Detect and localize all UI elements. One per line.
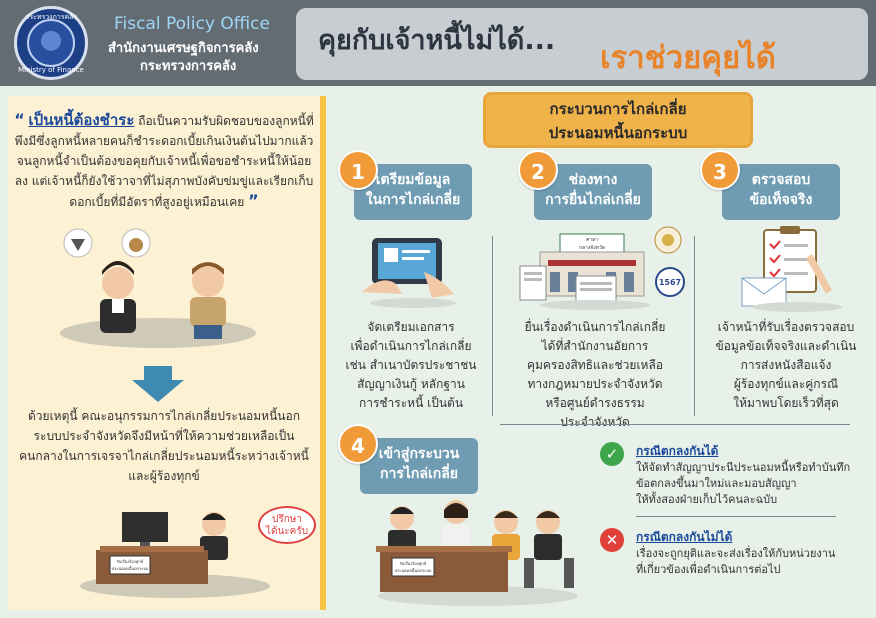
divider-step4	[500, 424, 850, 425]
success-case-title: กรณีตกลงกันได้	[636, 444, 719, 458]
left-desk-sign-line1: รับเรื่องร้องทุกข์	[117, 559, 144, 565]
process-title: กระบวนการไกล่เกลี่ย ประนอมหนี้นอกระบบ	[483, 92, 753, 148]
org-name-english: Fiscal Policy Office	[114, 14, 270, 34]
building-label-line1: ศาลา	[586, 237, 598, 243]
page-title-part1: คุยกับเจ้าหนี้ไม่ได้...	[318, 25, 556, 56]
step-1-shadow	[370, 298, 456, 308]
step-3-box: ตรวจสอบ ข้อเท็จจริง	[722, 164, 840, 220]
checklist-icon	[763, 226, 832, 294]
step-3-line: ผู้ร้องทุกข์และคู่กรณี	[733, 377, 839, 391]
tablet-icon	[362, 238, 454, 298]
fail-case-line: ที่เกี่ยวข้องเพื่อดำเนินการต่อไป	[636, 563, 781, 576]
step-4-number: 4	[338, 424, 378, 464]
ministry-name-thai: กระทรวงการคลัง	[140, 59, 237, 74]
envelope-icon	[741, 277, 787, 307]
divider-2	[694, 236, 695, 416]
consult-speech-bubble: ปรึกษา ได้นะครับ	[258, 506, 316, 544]
building-label-line2: กลางจังหวัด	[579, 245, 605, 251]
divider-1	[492, 236, 493, 416]
step-1-line: เช่น สำเนาบัตรประชาชน	[345, 358, 477, 372]
quote-body: ถือเป็นความรับผิดชอบของลูกหนี้ที่พึงมีซึ…	[14, 114, 314, 209]
step-1-title-line1: เตรียมข้อมูล	[375, 172, 451, 188]
process-title-line1: กระบวนการไกล่เกลี่ย	[549, 100, 687, 118]
hotline-number: 1567	[659, 278, 681, 287]
argument-illustration	[63, 228, 226, 339]
step-3-number: 3	[700, 150, 740, 190]
step-3-shadow	[752, 302, 842, 312]
seal-top-text: กระทรวงการคลัง	[25, 13, 77, 21]
step-3-line: เจ้าหน้าที่รับเรื่องตรวจสอบ	[717, 320, 855, 334]
bubble-line1: ปรึกษา	[272, 514, 302, 525]
quote-close-mark: ”	[248, 191, 259, 210]
step-4-title-line1: เข้าสู่กระบวน	[378, 446, 460, 462]
step-3-line: การส่งหนังสือแจ้ง	[740, 358, 832, 372]
fail-case-title: กรณีตกลงกันไม่ได้	[636, 530, 733, 544]
fail-case-line: เรื่องจะถูกยุติและจะส่งเรื่องให้กับหน่วย…	[636, 547, 836, 560]
step-2-line: คุมครองสิทธิและช่วยเหลือ	[526, 358, 664, 372]
step-3-description: เจ้าหน้าที่รับเรื่องตรวจสอบ ข้อมูลข้อเท็…	[700, 318, 872, 413]
seal-emblem	[27, 19, 75, 67]
org-name-thai: สำนักงานเศรษฐกิจการคลัง	[108, 41, 259, 56]
success-case-line: ข้อตกลงขึ้นมาใหม่และมอบสัญญา	[636, 477, 797, 490]
bubble-line2: ได้นะครับ	[265, 526, 309, 537]
check-icon: ✓	[600, 442, 624, 466]
step-2-title-line1: ช่องทาง	[568, 172, 618, 188]
step-2-line: ได้ที่สำนักงานอัยการ	[541, 339, 649, 353]
success-case-line: ให้ทั้งสองฝ่ายเก็บไว้คนละฉบับ	[636, 493, 778, 506]
step-2-line: ทางกฎหมายประจำจังหวัด	[527, 377, 663, 391]
step-2-number: 2	[518, 150, 558, 190]
step-3-title-line2: ข้อเท็จจริง	[749, 192, 813, 208]
ministry-seal-icon: กระทรวงการคลัง Ministry of Finance	[14, 6, 88, 80]
success-case-line: ให้จัดทำสัญญาประนีประนอมหนี้หรือทำบันทึก	[636, 461, 851, 474]
committee-paragraph: ด้วยเหตุนี้ คณะอนุกรรมการไกล่เกลี่ยประนอ…	[19, 409, 309, 483]
step4-desk-sign-line2: ประนอมหนี้นอกระบบ	[395, 566, 432, 573]
step-2-line: หรือศูนย์ดำรงธรรม	[545, 396, 645, 410]
intro-quote: “ เป็นหนี้ต้องชำระ ถือเป็นความรับผิดชอบข…	[14, 110, 314, 212]
mediation-meeting-illustration: รับเรื่องร้องทุกข์ ประนอมหนี้นอกระบบ	[376, 500, 578, 606]
process-title-line2: ประนอมหนี้นอกระบบ	[548, 124, 688, 142]
step-4-title-line2: การไกล่เกลี่ย	[380, 466, 458, 482]
step-3-title-line1: ตรวจสอบ	[751, 172, 811, 188]
step-2-shadow	[540, 300, 650, 310]
step-1-line: จัดเตรียมเอกสาร	[367, 320, 455, 334]
success-case-text: ให้จัดทำสัญญาประนีประนอมหนี้หรือทำบันทึก…	[636, 460, 866, 508]
left-desk-sign-line2: ประนอมหนี้นอกระบบ	[112, 564, 149, 571]
step-1-number: 1	[338, 150, 378, 190]
down-arrow-icon	[132, 366, 184, 402]
step-1-line: เพื่อดำเนินการไกล่เกลี่ย	[350, 339, 472, 353]
step-4-box: เข้าสู่กระบวน การไกล่เกลี่ย	[360, 438, 478, 494]
step-1-line: สัญญาเงินกู้ หลักฐาน	[357, 377, 465, 391]
building-icon: ศาลา กลางจังหวัด 1567	[519, 226, 685, 307]
step4-desk-sign-line1: รับเรื่องร้องทุกข์	[400, 561, 427, 567]
step-2-line: ยื่นเรื่องดำเนินการไกล่เกลี่ย	[524, 320, 666, 334]
step-2-line: ประจำจังหวัด	[560, 415, 630, 429]
step-2-title-line2: การยื่นไกล่เกลี่ย	[545, 192, 641, 208]
step-3-line: ให้มาพบโดยเร็วที่สุด	[733, 396, 839, 410]
step-3-line: ข้อมูลข้อเท็จจริงและดำเนิน	[715, 339, 857, 353]
cross-icon: ✕	[600, 528, 624, 552]
step-1-description: จัดเตรียมเอกสาร เพื่อดำเนินการไกล่เกลี่ย…	[326, 318, 496, 413]
quote-open-mark: “	[14, 110, 25, 129]
officer-desk-illustration: รับเรื่องร้องทุกข์ ประนอมหนี้นอกระบบ	[96, 512, 228, 584]
step-2-description: ยื่นเรื่องดำเนินการไกล่เกลี่ย ได้ที่สำนั…	[500, 318, 690, 432]
title-box	[296, 8, 868, 80]
seal-bottom-text: Ministry of Finance	[18, 66, 84, 74]
fail-case-text: เรื่องจะถูกยุติและจะส่งเรื่องให้กับหน่วย…	[636, 546, 866, 578]
quote-lead: เป็นหนี้ต้องชำระ	[28, 111, 135, 129]
step-1-title-line2: ในการไกล่เกลี่ย	[365, 192, 461, 208]
case-divider	[636, 516, 836, 517]
page-title-part2: เราช่วยคุยได้	[600, 40, 776, 76]
step-1-line: การชำระหนี้ เป็นต้น	[358, 396, 464, 410]
